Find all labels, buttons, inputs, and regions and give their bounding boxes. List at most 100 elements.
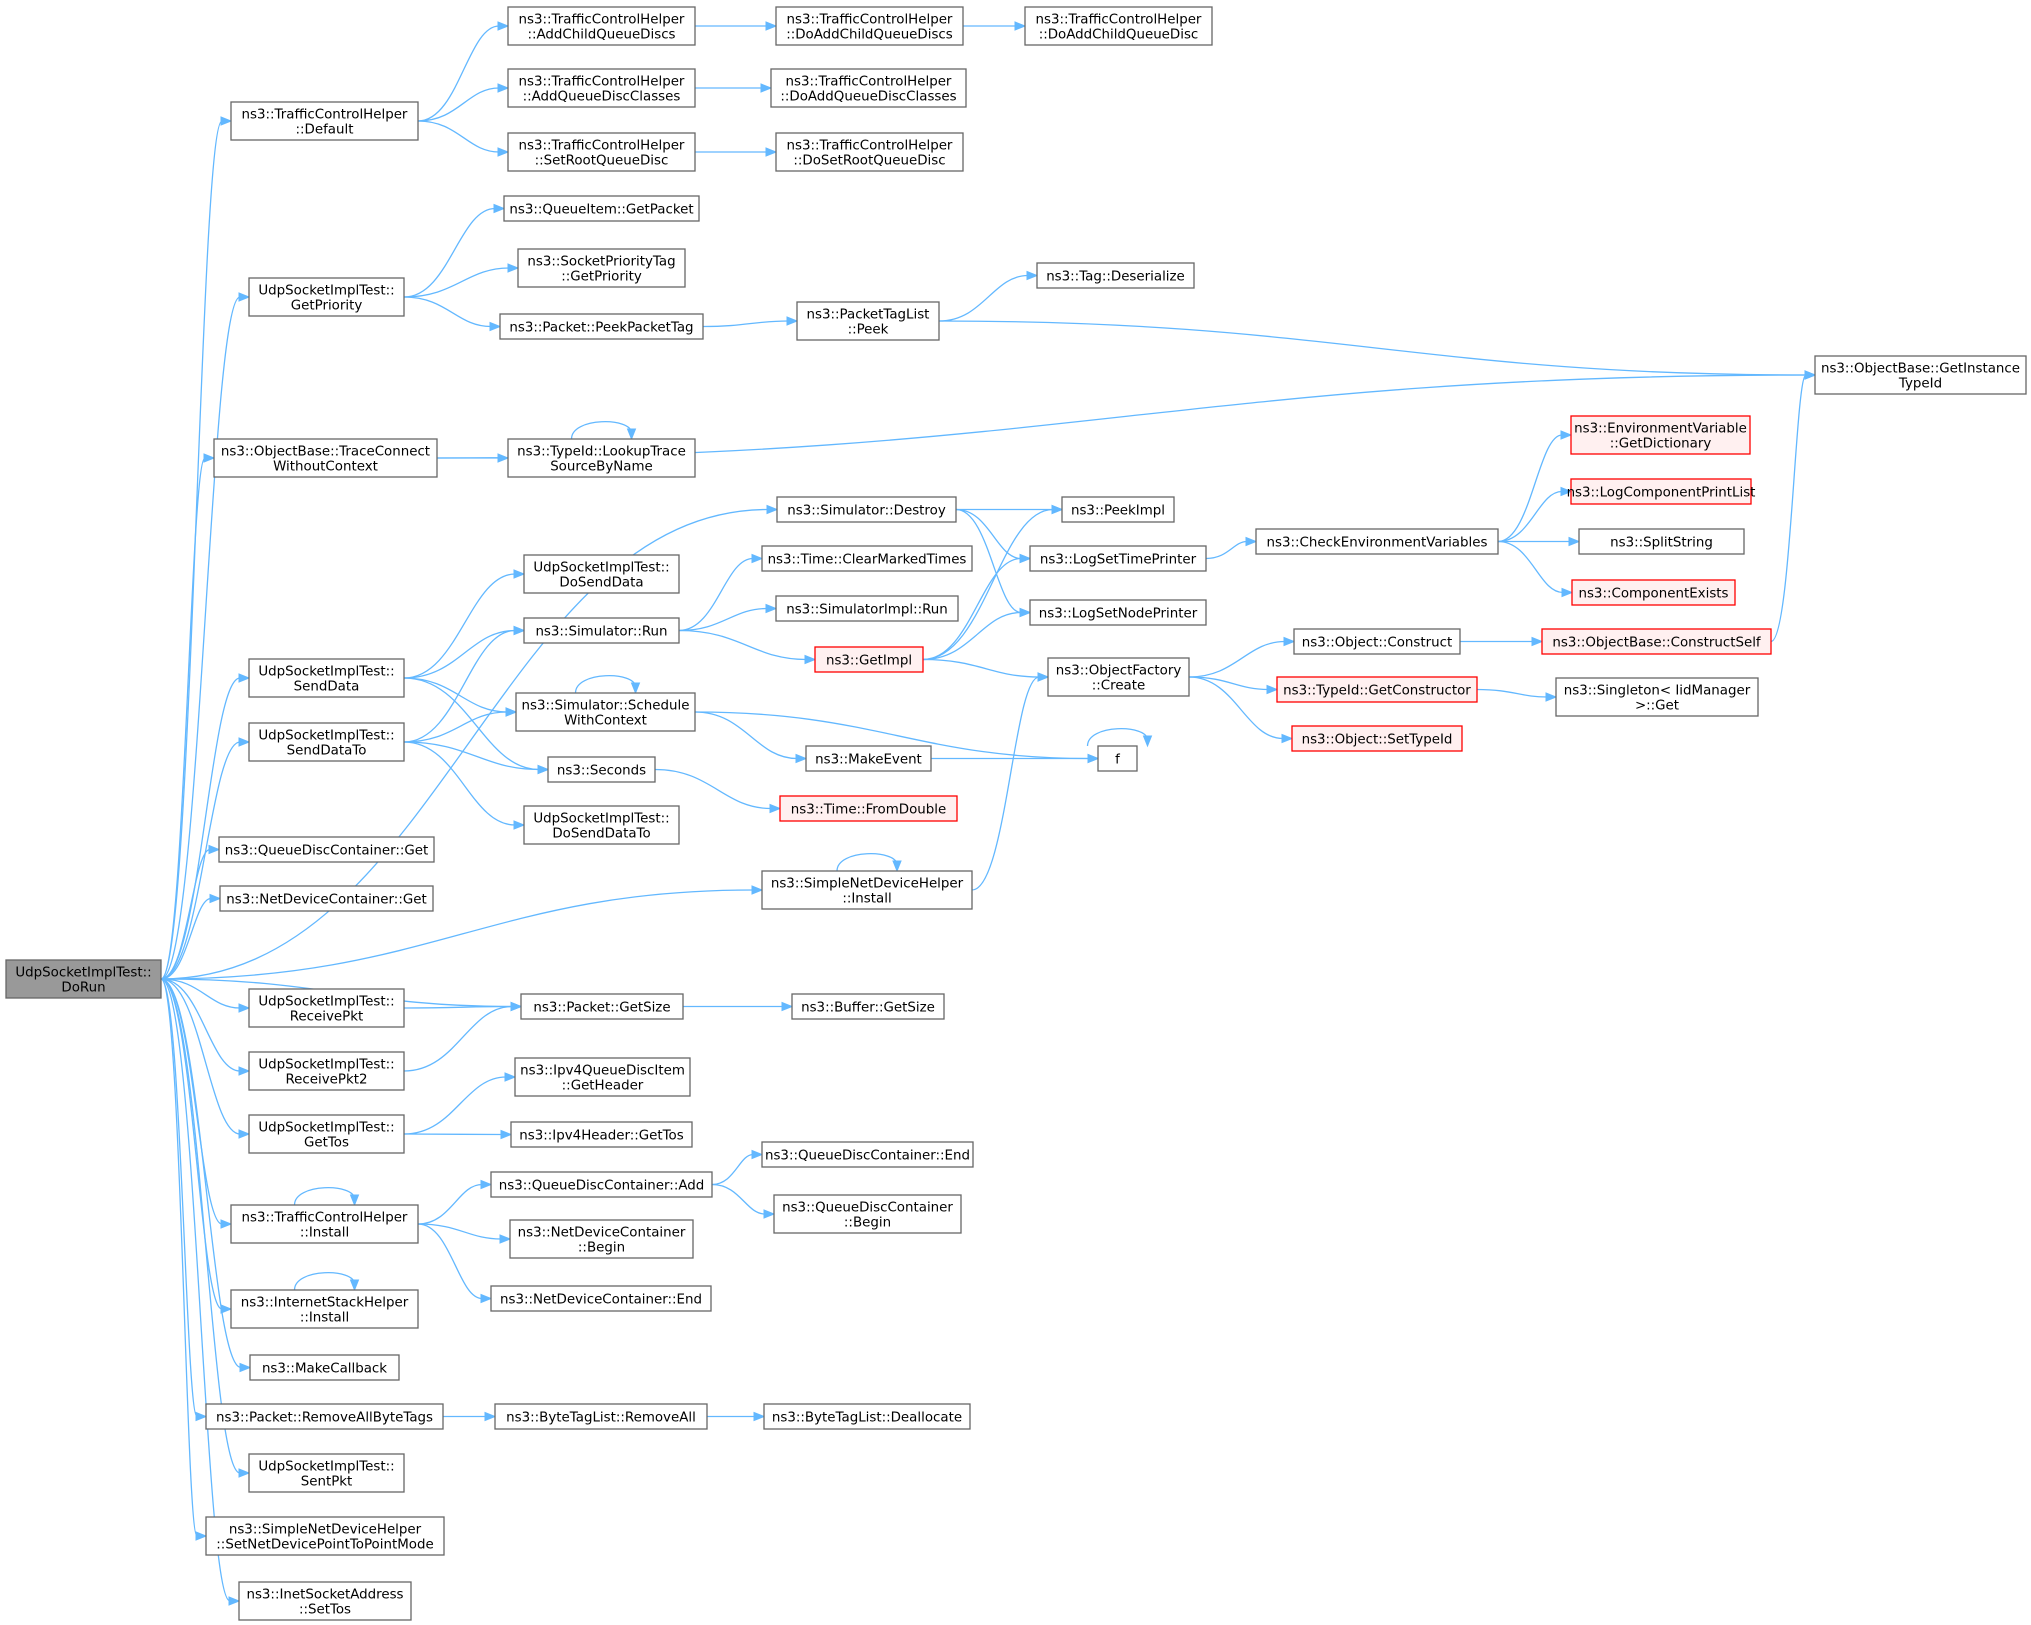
node-peekImpl[interactable]: ns3::PeekImpl bbox=[1061, 496, 1175, 523]
node-label: ns3::TypeId::LookupTrace bbox=[517, 445, 686, 460]
node-tchDoAddClasses[interactable]: ns3::TrafficControlHelper::DoAddQueueDis… bbox=[770, 68, 967, 108]
edge-simpleNetInstall-to-simpleNetInstall bbox=[836, 853, 902, 873]
node-pktPeekTag[interactable]: ns3::Packet::PeekPacketTag bbox=[499, 313, 704, 340]
node-qdcGet[interactable]: ns3::QueueDiscContainer::Get bbox=[218, 836, 435, 863]
edge-checkEnv-to-logCompPrint bbox=[1497, 486, 1573, 543]
node-timeFromDouble[interactable]: ns3::Time::FromDouble bbox=[779, 795, 958, 822]
node-ishInstall[interactable]: ns3::InternetStackHelper::Install bbox=[230, 1289, 419, 1329]
node-sendData[interactable]: UdpSocketImplTest::SendData bbox=[248, 658, 405, 698]
node-splitString[interactable]: ns3::SplitString bbox=[1578, 528, 1745, 555]
node-simpleNetInstall[interactable]: ns3::SimpleNetDeviceHelper::Install bbox=[761, 870, 973, 910]
node-singletonGet[interactable]: ns3::Singleton< IidManager>::Get bbox=[1555, 677, 1759, 717]
node-objSetTypeId[interactable]: ns3::Object::SetTypeId bbox=[1291, 725, 1463, 752]
node-tchInstall[interactable]: ns3::TrafficControlHelper::Install bbox=[230, 1204, 419, 1244]
node-logSetTime[interactable]: ns3::LogSetTimePrinter bbox=[1029, 545, 1207, 572]
node-sendDataTo[interactable]: UdpSocketImplTest::SendDataTo bbox=[248, 722, 405, 762]
node-logSetNode[interactable]: ns3::LogSetNodePrinter bbox=[1029, 599, 1207, 626]
node-timeClear[interactable]: ns3::Time::ClearMarkedTimes bbox=[761, 545, 973, 572]
node-ptlPeek[interactable]: ns3::PacketTagList::Peek bbox=[796, 301, 940, 341]
node-getTos[interactable]: UdpSocketImplTest::GetTos bbox=[248, 1114, 405, 1154]
node-qdcAdd[interactable]: ns3::QueueDiscContainer::Add bbox=[490, 1171, 713, 1198]
node-setP2P[interactable]: ns3::SimpleNetDeviceHelper::SetNetDevice… bbox=[205, 1516, 445, 1556]
edge-simRun-to-timeClear bbox=[678, 553, 764, 632]
edge-objConstruct-to-obConstructSelf bbox=[1460, 636, 1544, 647]
node-label: ns3::Time::ClearMarkedTimes bbox=[768, 553, 967, 568]
node-makeEvent[interactable]: ns3::MakeEvent bbox=[805, 745, 932, 772]
node-label: ::DoAddQueueDiscClasses bbox=[780, 90, 956, 105]
node-label: ns3::Packet::GetSize bbox=[533, 1001, 670, 1016]
edge-getImpl-to-objFactory bbox=[922, 658, 1050, 682]
node-objFactory[interactable]: ns3::ObjectFactory::Create bbox=[1047, 657, 1190, 697]
node-tchAddChild[interactable]: ns3::TrafficControlHelper::AddChildQueue… bbox=[507, 6, 696, 46]
node-envGetDict[interactable]: ns3::EnvironmentVariable::GetDictionary bbox=[1570, 415, 1751, 455]
node-qdcEnd[interactable]: ns3::QueueDiscContainer::End bbox=[761, 1141, 974, 1168]
edge-sendData-to-doSendData bbox=[403, 569, 526, 679]
node-seconds[interactable]: ns3::Seconds bbox=[547, 756, 656, 783]
edge-doRun-to-ndcGet bbox=[160, 893, 222, 980]
node-doRun[interactable]: UdpSocketImplTest::DoRun bbox=[5, 959, 162, 999]
node-tchAddClasses[interactable]: ns3::TrafficControlHelper::AddQueueDiscC… bbox=[507, 68, 696, 108]
node-qiGetPacket[interactable]: ns3::QueueItem::GetPacket bbox=[503, 195, 700, 222]
node-label: UdpSocketImplTest:: bbox=[533, 561, 669, 576]
node-label: ns3::TrafficControlHelper bbox=[787, 139, 953, 154]
node-label: ::AddChildQueueDiscs bbox=[527, 28, 675, 43]
node-bufGetSize[interactable]: ns3::Buffer::GetSize bbox=[791, 993, 945, 1020]
node-ipv4HdrGetTos[interactable]: ns3::Ipv4Header::GetTos bbox=[510, 1121, 693, 1148]
node-label: ns3::Singleton< IidManager bbox=[1564, 684, 1751, 699]
node-f[interactable]: f bbox=[1097, 745, 1138, 772]
node-compExists[interactable]: ns3::ComponentExists bbox=[1571, 579, 1736, 606]
node-obConstructSelf[interactable]: ns3::ObjectBase::ConstructSelf bbox=[1541, 628, 1772, 655]
node-receivePkt2[interactable]: UdpSocketImplTest::ReceivePkt2 bbox=[248, 1051, 405, 1091]
node-box bbox=[1814, 355, 2027, 395]
node-box bbox=[1047, 657, 1190, 697]
edge-seconds-to-timeFromDouble bbox=[654, 768, 782, 814]
node-label: DoSendData bbox=[559, 576, 643, 591]
node-simImplRun[interactable]: ns3::SimulatorImpl::Run bbox=[775, 595, 959, 622]
edge-ptlPeek-to-obGetInstance bbox=[938, 320, 1817, 380]
node-doSendDataTo[interactable]: UdpSocketImplTest::DoSendDataTo bbox=[523, 805, 680, 845]
node-tchDoSetRoot[interactable]: ns3::TrafficControlHelper::DoSetRootQueu… bbox=[775, 132, 964, 172]
node-tchDoAddChild[interactable]: ns3::TrafficControlHelper::DoAddChildQue… bbox=[1024, 6, 1213, 46]
node-label: ns3::ObjectBase::ConstructSelf bbox=[1552, 636, 1761, 651]
node-makeCallback[interactable]: ns3::MakeCallback bbox=[249, 1354, 400, 1381]
node-receivePkt[interactable]: UdpSocketImplTest::ReceivePkt bbox=[248, 988, 405, 1028]
node-ndcGet[interactable]: ns3::NetDeviceContainer::Get bbox=[219, 885, 434, 912]
node-pktRemoveAll[interactable]: ns3::Packet::RemoveAllByteTags bbox=[205, 1403, 444, 1430]
node-inetSetTos[interactable]: ns3::InetSocketAddress::SetTos bbox=[238, 1581, 412, 1621]
node-tchDoAddChilds[interactable]: ns3::TrafficControlHelper::DoAddChildQue… bbox=[775, 6, 964, 46]
node-btlRemoveAll[interactable]: ns3::ByteTagList::RemoveAll bbox=[494, 1403, 708, 1430]
node-getPriority[interactable]: UdpSocketImplTest::GetPriority bbox=[248, 277, 405, 317]
node-doSendData[interactable]: UdpSocketImplTest::DoSendData bbox=[523, 554, 680, 594]
node-label: UdpSocketImplTest:: bbox=[258, 1058, 394, 1073]
node-sentPkt[interactable]: UdpSocketImplTest::SentPkt bbox=[248, 1453, 405, 1493]
node-simRun[interactable]: ns3::Simulator::Run bbox=[523, 617, 680, 644]
node-sptGetPriority[interactable]: ns3::SocketPriorityTag::GetPriority bbox=[517, 248, 686, 288]
node-logCompPrint[interactable]: ns3::LogComponentPrintList bbox=[1567, 478, 1756, 505]
node-ndcEnd[interactable]: ns3::NetDeviceContainer::End bbox=[490, 1285, 712, 1312]
node-qdcBegin[interactable]: ns3::QueueDiscContainer::Begin bbox=[773, 1194, 962, 1234]
node-tagDeser[interactable]: ns3::Tag::Deserialize bbox=[1036, 262, 1195, 289]
node-pktGetSize[interactable]: ns3::Packet::GetSize bbox=[520, 993, 684, 1020]
node-checkEnv[interactable]: ns3::CheckEnvironmentVariables bbox=[1255, 528, 1499, 555]
node-traceConnect[interactable]: ns3::ObjectBase::TraceConnectWithoutCont… bbox=[213, 438, 438, 478]
node-objConstruct[interactable]: ns3::Object::Construct bbox=[1293, 628, 1461, 655]
node-ipv4QdiGetHeader[interactable]: ns3::Ipv4QueueDiscItem::GetHeader bbox=[514, 1057, 691, 1097]
node-tchSetRoot[interactable]: ns3::TrafficControlHelper::SetRootQueueD… bbox=[507, 132, 696, 172]
node-ndcBegin[interactable]: ns3::NetDeviceContainer::Begin bbox=[509, 1219, 694, 1259]
edge-tchDoAddChilds-to-tchDoAddChild bbox=[963, 21, 1027, 31]
node-simDestroy[interactable]: ns3::Simulator::Destroy bbox=[776, 496, 957, 523]
node-typeIdGetCtor[interactable]: ns3::TypeId::GetConstructor bbox=[1276, 676, 1478, 703]
node-btlDealloc[interactable]: ns3::ByteTagList::Deallocate bbox=[763, 1403, 971, 1430]
node-getImpl[interactable]: ns3::GetImpl bbox=[814, 646, 924, 673]
edge-qdcAdd-to-qdcEnd bbox=[711, 1149, 764, 1186]
node-label: ns3::TrafficControlHelper bbox=[242, 1211, 408, 1226]
edge-tchAddClasses-to-tchDoAddClasses bbox=[694, 83, 773, 93]
edge-pktRemoveAll-to-btlRemoveAll bbox=[443, 1411, 497, 1422]
node-label: ::Install bbox=[300, 1311, 349, 1326]
edge-doRun-to-pktRemoveAll bbox=[160, 978, 208, 1422]
node-tchDefault[interactable]: ns3::TrafficControlHelper::Default bbox=[230, 101, 419, 141]
node-box bbox=[1024, 6, 1213, 46]
